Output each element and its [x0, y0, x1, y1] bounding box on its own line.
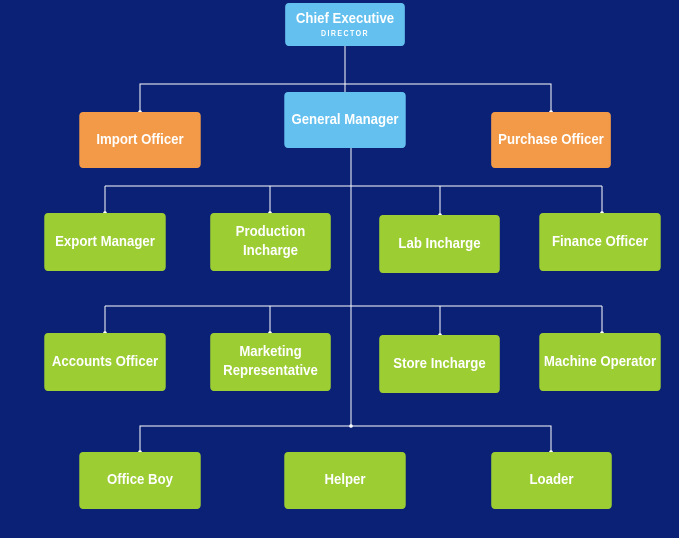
node-export-manager: Export Manager — [44, 213, 166, 271]
node-title: Export Manager — [55, 232, 155, 250]
node-subtitle: DIRECTOR — [321, 29, 369, 39]
node-helper: Helper — [284, 452, 406, 509]
node-marketing-representative: Marketing Representative — [210, 333, 331, 391]
node-title: Chief Executive — [295, 9, 395, 27]
node-title: Lab Incharge — [398, 234, 481, 252]
node-general-manager: General Manager — [284, 92, 406, 148]
node-title: Office Boy — [106, 471, 173, 489]
node-title: Accounts Officer — [51, 352, 159, 370]
node-loader: Loader — [491, 452, 612, 509]
connector-ceo-branch — [139, 83, 552, 112]
node-finance-officer: Finance Officer — [539, 213, 661, 271]
node-title: Marketing Representative — [223, 343, 318, 379]
node-title: Production Incharge — [235, 223, 306, 259]
node-title: General Manager — [291, 110, 399, 128]
node-accounts-officer: Accounts Officer — [44, 333, 166, 391]
node-purchase-officer: Purchase Officer — [491, 112, 611, 168]
node-lab-incharge: Lab Incharge — [379, 215, 500, 273]
node-title: Store Incharge — [393, 354, 486, 372]
node-chief-executive: Chief Executive DIRECTOR — [285, 3, 405, 46]
node-import-officer: Import Officer — [79, 112, 201, 168]
node-title: Import Officer — [96, 130, 184, 148]
connector-row3-branch — [139, 425, 552, 452]
node-machine-operator: Machine Operator — [539, 333, 661, 391]
node-store-incharge: Store Incharge — [379, 335, 500, 393]
node-title: Loader — [529, 471, 574, 489]
node-title: Machine Operator — [543, 352, 657, 370]
node-title: Finance Officer — [551, 232, 649, 250]
node-title: Purchase Officer — [498, 130, 604, 148]
node-title: Helper — [324, 471, 366, 489]
node-office-boy: Office Boy — [79, 452, 201, 509]
node-production-incharge: Production Incharge — [210, 213, 331, 271]
